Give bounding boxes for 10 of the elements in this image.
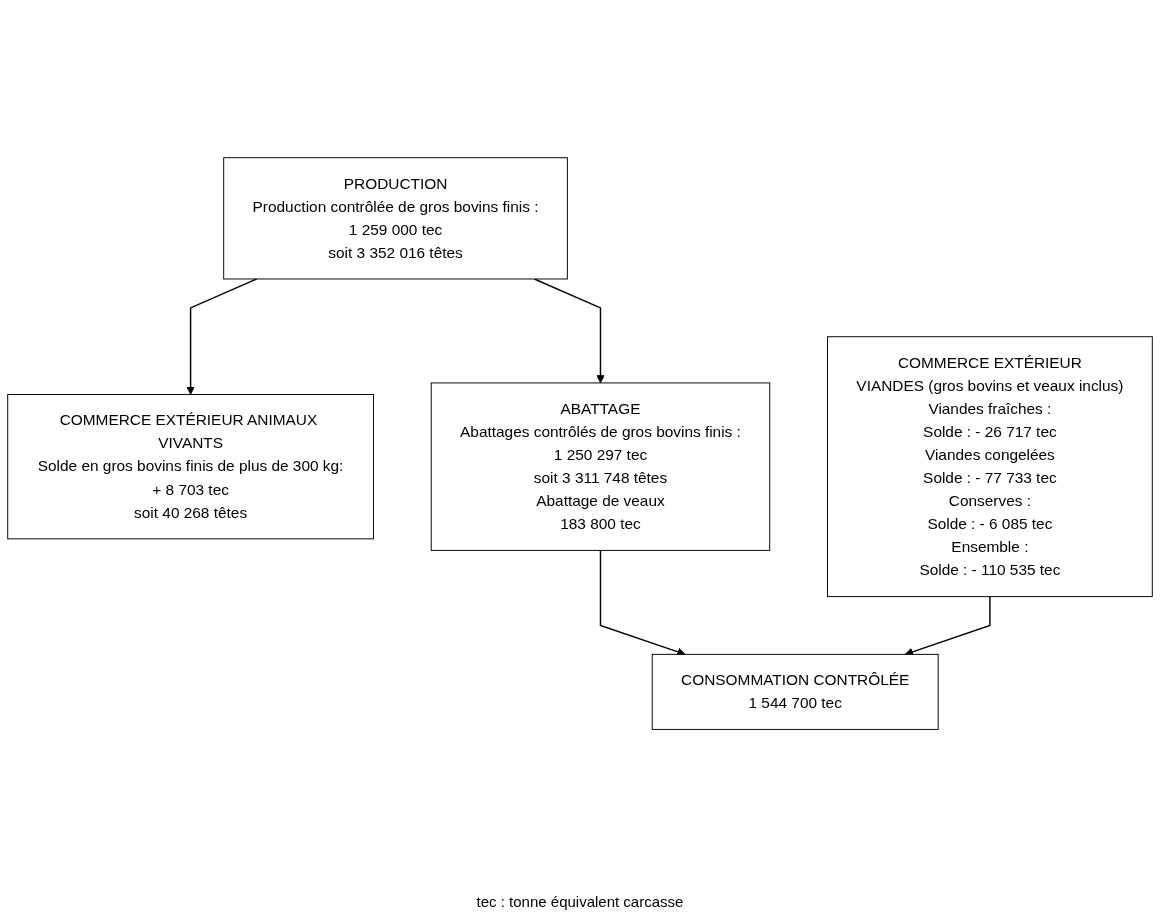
- node-box: CONSOMMATION CONTRÔLÉE 1 544 700 tec: [651, 653, 939, 730]
- node-box: COMMERCE EXTÉRIEUR VIANDES (gros bovins et veaux inclus) Viandes fraîches : Solde : - 26 717 tec Viandes congelées Solde : - 77 733 tec Conserves : Solde : - 6 085 tec Ensemble : Solde : - 110 535 tec: [827, 336, 1153, 597]
- node-box: PRODUCTION Production contrôlée de gros bovins finis : 1 259 000 tec soit 3 352 016 têtes: [223, 157, 568, 280]
- node-box: ABATTAGE Abattages contrôlés de gros bovins finis : 1 250 297 tec soit 3 311 748 têtes Abattage de veaux 183 800 tec: [430, 382, 771, 551]
- arrow: [186, 278, 258, 395]
- arrow: [533, 278, 605, 384]
- arrow: [599, 549, 686, 656]
- footnote: tec : tonne équivalent carcasse: [476, 893, 684, 910]
- arrow: [904, 595, 991, 656]
- node-box: COMMERCE EXTÉRIEUR ANIMAUX VIVANTS Solde en gros bovins finis de plus de 300 kg: + 8 703 tec soit 40 268 têtes: [7, 393, 374, 540]
